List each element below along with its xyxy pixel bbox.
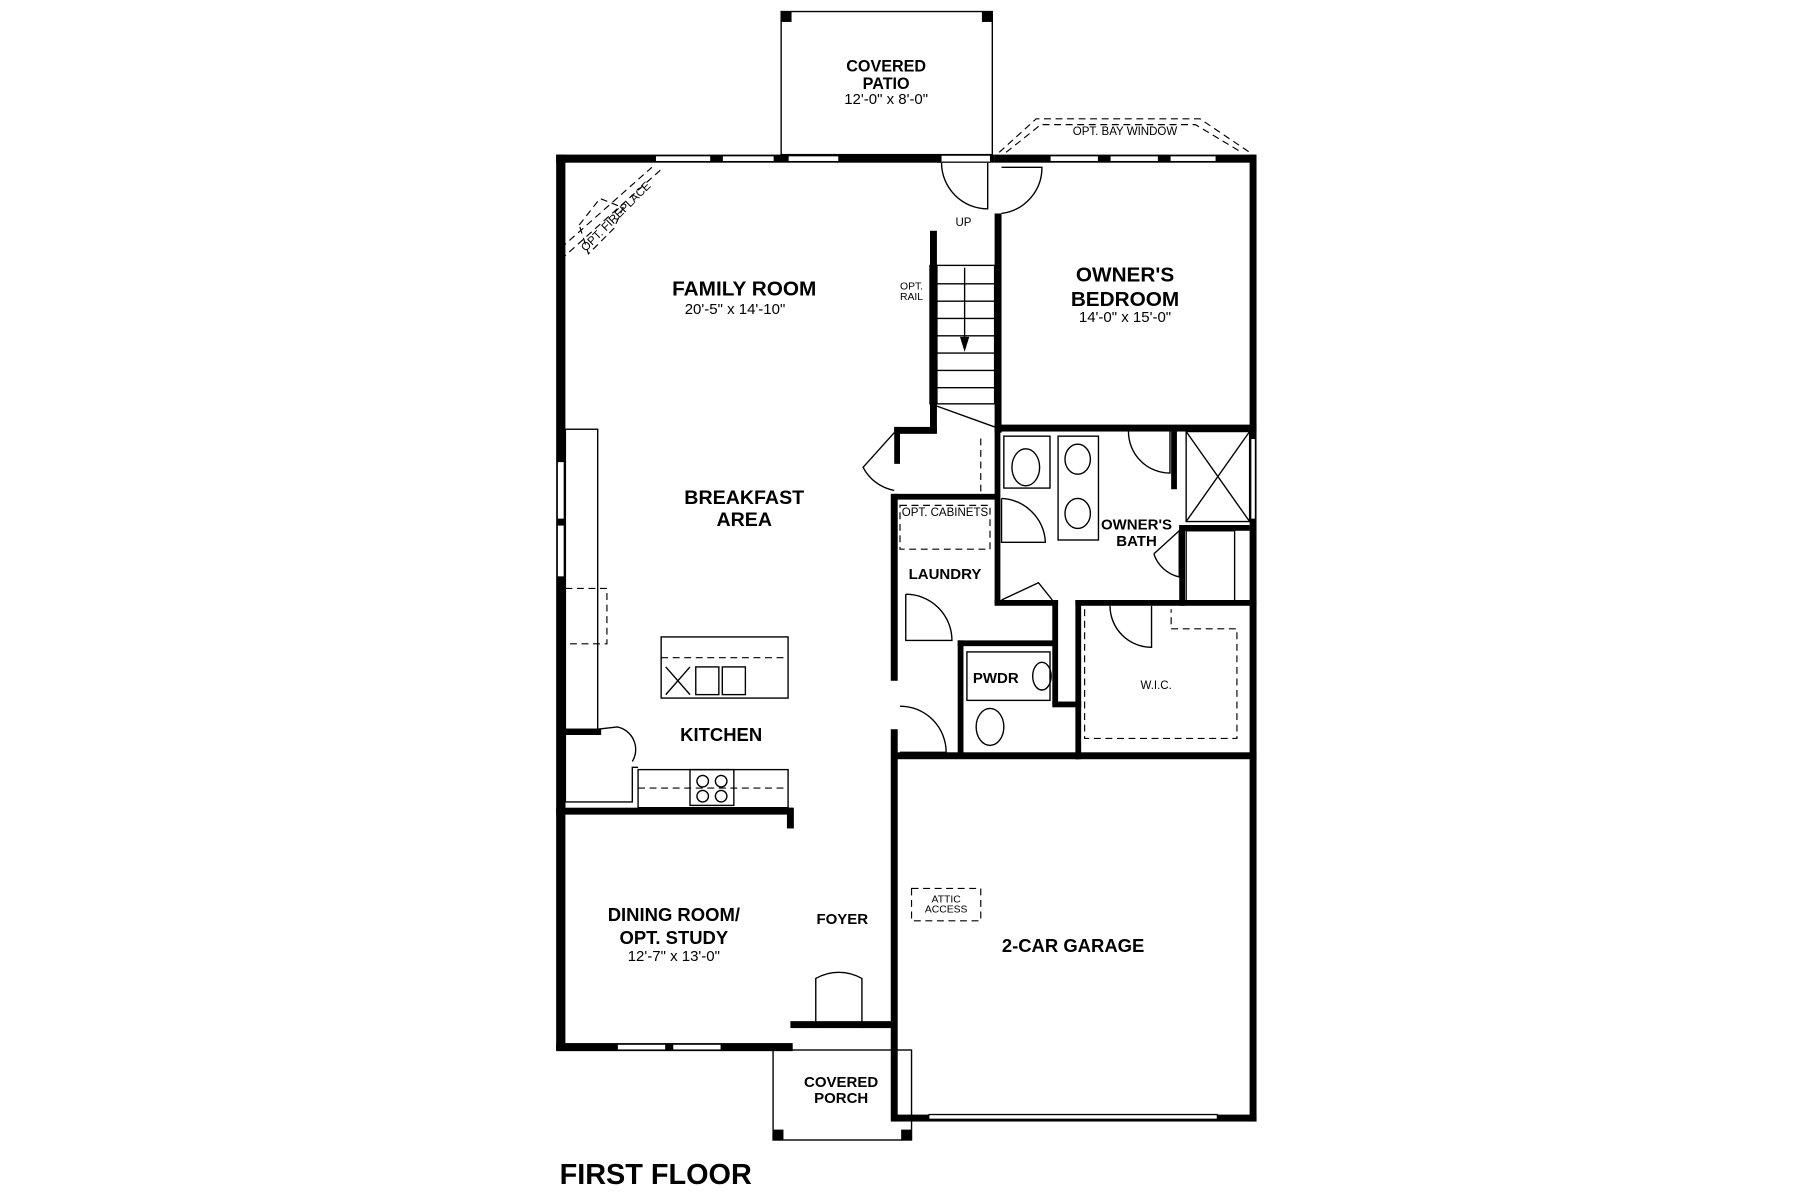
- porch-label: COVERED: [804, 1074, 878, 1091]
- wic-label: W.I.C.: [1140, 680, 1171, 692]
- dining-room-label-2: OPT. STUDY: [620, 927, 729, 948]
- fireplace: [560, 166, 664, 261]
- kitchen-label: KITCHEN: [680, 724, 762, 745]
- stairs-up-note: UP: [955, 217, 971, 229]
- foyer-label: FOYER: [816, 911, 868, 928]
- rail-note-2: RAIL: [900, 292, 923, 303]
- doors: [597, 154, 1180, 1029]
- patio-label-2: PATIO: [863, 75, 910, 93]
- rail-note-1: OPT.: [900, 282, 923, 293]
- dining-room-size: 12'-7" x 13'-0": [628, 948, 720, 965]
- laundry-label: LAUNDRY: [909, 566, 982, 583]
- attic-note-2: ACCESS: [925, 905, 968, 916]
- owners-bath-label: OWNER'S: [1101, 517, 1172, 534]
- dining-room-label: DINING ROOM/: [608, 904, 740, 925]
- garage-label: 2-CAR GARAGE: [1002, 935, 1145, 956]
- owners-bedroom-label-2: BEDROOM: [1071, 288, 1179, 311]
- fireplace-note: OPT. FIREPLACE: [579, 180, 653, 254]
- bath-fixtures: [899, 430, 1251, 1120]
- pwdr-label: PWDR: [973, 670, 1019, 687]
- floor-title: FIRST FLOOR: [560, 1159, 752, 1191]
- porch-label-2: PORCH: [814, 1090, 868, 1107]
- family-room-label: FAMILY ROOM: [672, 277, 816, 300]
- breakfast-label: BREAKFAST: [684, 487, 804, 509]
- windows: [556, 155, 1256, 1051]
- owners-bedroom-label: OWNER'S: [1076, 264, 1174, 287]
- attic-note-1: ATTIC: [932, 894, 962, 905]
- owners-bedroom-size: 14'-0" x 15'-0": [1079, 309, 1171, 326]
- patio-size: 12'-0" x 8'-0": [844, 91, 928, 108]
- family-room-size: 20'-5" x 14'-10": [685, 301, 786, 318]
- bay-window-note: OPT. BAY WINDOW: [1073, 126, 1178, 138]
- owners-bath-label-2: BATH: [1116, 533, 1157, 550]
- bay-window: [998, 118, 1250, 153]
- stairs: [929, 264, 996, 494]
- breakfast-label-2: AREA: [716, 509, 772, 531]
- covered-porch: [772, 1049, 913, 1141]
- patio-label: COVERED: [846, 58, 926, 76]
- cabinets-note: OPT. CABINETS: [902, 507, 989, 519]
- kitchen-fixtures: [564, 428, 789, 809]
